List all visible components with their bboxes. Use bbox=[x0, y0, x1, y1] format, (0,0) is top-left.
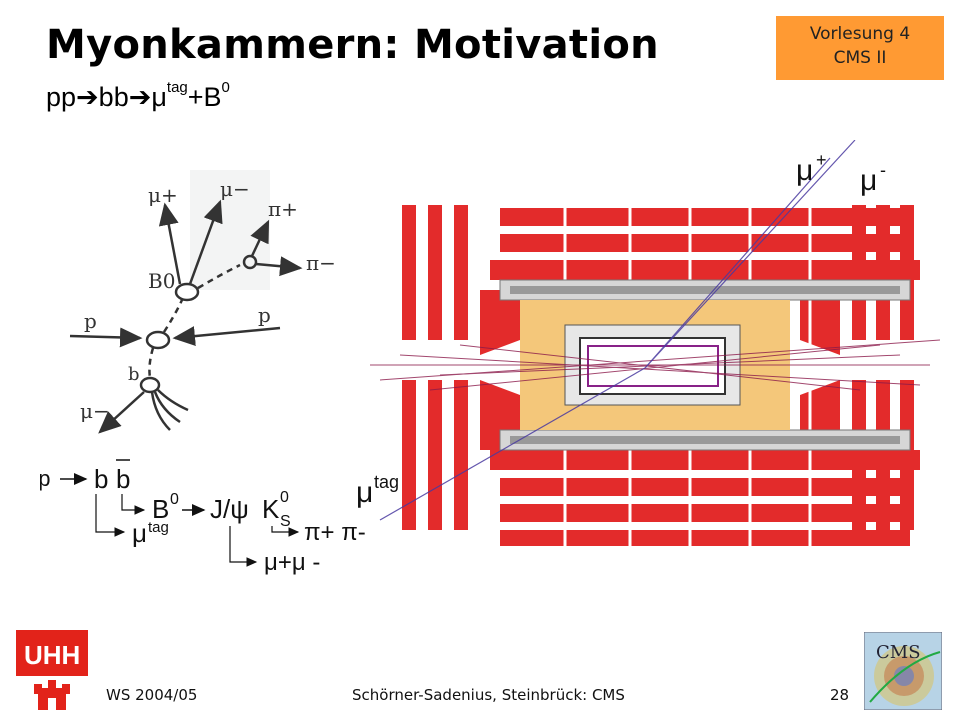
sketch-mu-plus: μ+ bbox=[148, 183, 178, 207]
decay-sketch: μ+ μ− π+ π− B0 p p b μ− pp b b B 0 J/ψ K… bbox=[40, 170, 366, 576]
badge-line-2: CMS II bbox=[833, 48, 887, 68]
subtitle-pp: pp bbox=[46, 82, 77, 112]
decay-jpsi: J/ψ bbox=[210, 494, 249, 524]
detector-mu-tag: μ bbox=[356, 476, 373, 509]
decay-b: b bbox=[94, 464, 108, 494]
detector-mu-tag-sup: tag bbox=[374, 472, 399, 492]
sketch-b0: B0 bbox=[148, 269, 175, 293]
detector-mu-plus: μ bbox=[796, 154, 813, 187]
arrow-icon: ➔ bbox=[128, 82, 152, 112]
arrow-icon: ➔ bbox=[76, 82, 99, 112]
detector-mu-minus-sup: - bbox=[880, 160, 886, 180]
decay-pipi: π+ π- bbox=[304, 519, 366, 546]
decay-ks: K bbox=[262, 494, 280, 524]
decay-ks-sub: S bbox=[280, 513, 291, 530]
badge-line-1: Vorlesung 4 bbox=[809, 24, 911, 44]
decay-b0-sup: 0 bbox=[170, 491, 179, 508]
decay-mutag-sup: tag bbox=[148, 519, 169, 536]
slide-subtitle: pp➔bb➔μtag+B0 bbox=[46, 79, 230, 113]
slide-title: Myonkammern: Motivation bbox=[46, 22, 659, 68]
cms-logo-text: CMS bbox=[876, 642, 921, 663]
decay-ks-sup: 0 bbox=[280, 489, 289, 506]
subtitle-zero: 0 bbox=[221, 79, 230, 96]
sketch-b: b bbox=[128, 364, 140, 385]
subtitle-tag: tag bbox=[166, 79, 188, 96]
decay-b0: B bbox=[152, 494, 169, 524]
footer-authors: Schörner-Sadenius, Steinbrück: CMS bbox=[352, 686, 625, 704]
detector-mu-plus-sup: + bbox=[816, 150, 827, 170]
detector-diagram: μ + μ - μ tag bbox=[356, 140, 940, 550]
sketch-p-right: p bbox=[258, 303, 271, 327]
page-number: 28 bbox=[830, 686, 850, 704]
sketch-p-left: p bbox=[84, 309, 97, 333]
decay-pp: pp bbox=[40, 466, 50, 491]
footer-date: WS 2004/05 bbox=[106, 686, 198, 704]
lecture-badge: Vorlesung 4 CMS II bbox=[776, 16, 944, 80]
uhh-logo: UHH bbox=[16, 630, 88, 712]
cms-logo: CMS bbox=[863, 631, 943, 711]
detector-mu-minus: μ bbox=[860, 164, 877, 197]
decay-mutag: μ bbox=[132, 518, 147, 548]
subtitle-bb: bb bbox=[98, 82, 129, 112]
decay-mumu: μ+μ - bbox=[264, 549, 320, 576]
sketch-mu-minus: μ− bbox=[220, 177, 250, 201]
subtitle-plus-b: +B bbox=[187, 82, 222, 112]
subtitle-mu: μ bbox=[151, 82, 167, 112]
uhh-logo-text: UHH bbox=[24, 640, 80, 670]
sketch-mu-bottom: μ− bbox=[80, 399, 110, 423]
sketch-pi-plus: π+ bbox=[268, 197, 298, 221]
sketch-pi-minus: π− bbox=[306, 251, 336, 275]
decay-bbar: b bbox=[116, 464, 130, 494]
